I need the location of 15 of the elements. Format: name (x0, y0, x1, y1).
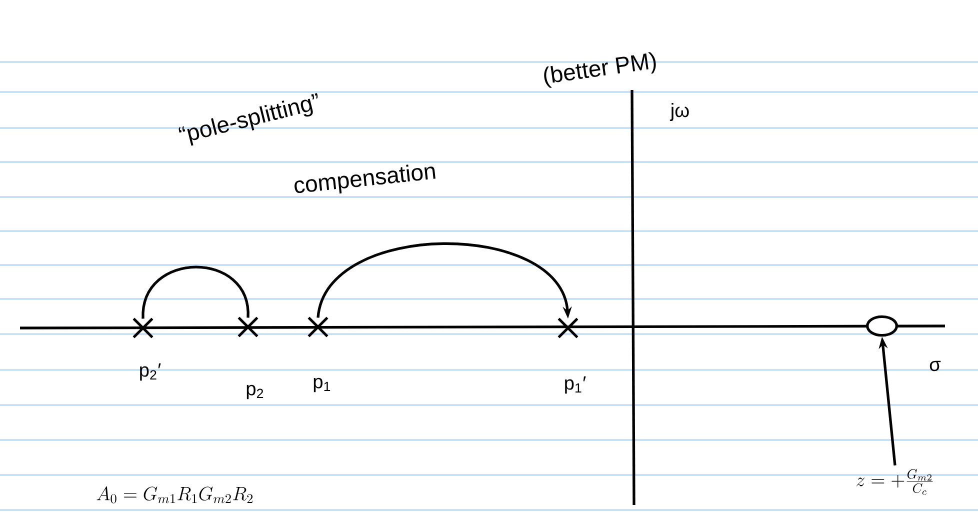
pole-cross (132, 317, 154, 339)
pole-label: p$_{1}$ (314, 378, 330, 392)
pole-cross (557, 317, 579, 339)
axis-label: jω (670, 103, 689, 121)
pole-label: p$_{2}$′ (140, 363, 161, 381)
gain-formula: $A_{0} = G_{m1} R_{1} G_{m2} R_{2}$ (96, 486, 253, 504)
zero-circle (866, 315, 898, 337)
pole-label: p$_{2}$ (246, 384, 264, 400)
zero-label: $z = +\frac{G_{m2}}{C_{c}}$ (856, 469, 933, 495)
title-text: compensation (294, 164, 436, 194)
title-text: (better PM) (544, 52, 656, 88)
axis-label: σ (930, 360, 941, 372)
pole-label: p$_{1}$′ (565, 376, 586, 394)
pole-cross (237, 316, 259, 338)
pole-cross (307, 316, 329, 338)
